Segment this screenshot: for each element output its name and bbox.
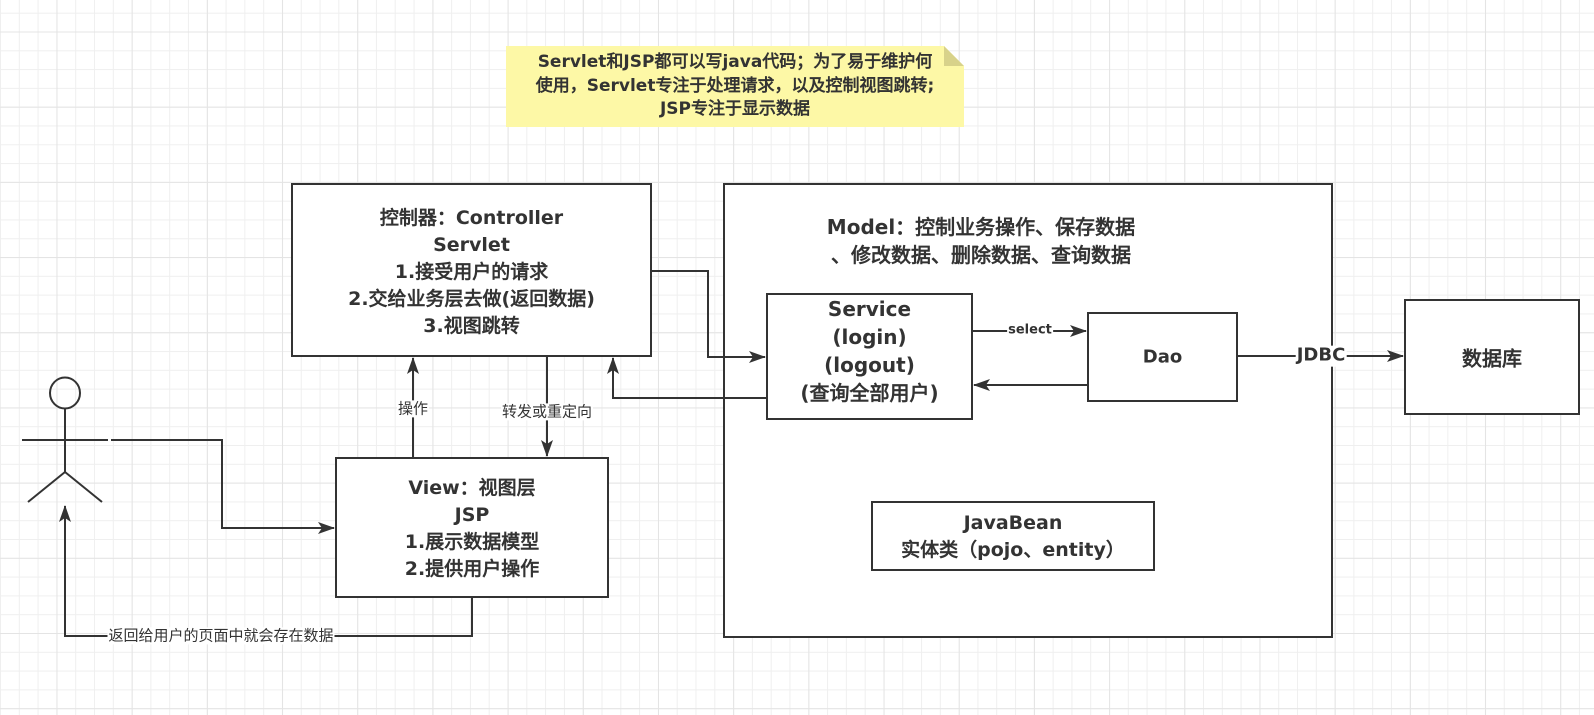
note-line: JSP专注于显示数据: [659, 99, 811, 119]
service-line: (logout): [824, 353, 915, 377]
note-line: 使用，Servlet专注于处理请求，以及控制视图跳转;: [535, 75, 935, 96]
view-box[interactable]: View：视图层 JSP 1.展示数据模型 2.提供用户操作: [335, 457, 609, 598]
edge-service-to-controller[interactable]: [607, 357, 766, 399]
dao-label: Dao: [1142, 346, 1183, 368]
model-title-line: Model：控制业务操作、保存数据: [826, 215, 1136, 239]
service-text: Service (login) (logout) (查询全部用户): [768, 295, 971, 407]
edge-label-return-to-user: 返回给用户的页面中就会存在数据: [107, 626, 335, 645]
user-actor[interactable]: [22, 376, 108, 503]
model-title: Model：控制业务操作、保存数据 、修改数据、删除数据、查询数据: [781, 213, 1181, 269]
view-line: JSP: [454, 504, 490, 526]
javabean-text: JavaBean 实体类（pojo、entity）: [873, 510, 1153, 564]
javabean-line: JavaBean: [963, 512, 1063, 534]
controller-line: 2.交给业务层去做(返回数据): [348, 288, 595, 310]
database-box[interactable]: 数据库: [1404, 299, 1580, 415]
edge-controller-to-service[interactable]: [652, 270, 766, 363]
database-label: 数据库: [1462, 346, 1522, 371]
service-box[interactable]: Service (login) (logout) (查询全部用户): [766, 293, 973, 420]
javabean-box[interactable]: JavaBean 实体类（pojo、entity）: [871, 501, 1155, 571]
edge-label-select: select: [1007, 322, 1053, 339]
controller-text: 控制器：Controller Servlet 1.接受用户的请求 2.交给业务层…: [293, 205, 650, 340]
view-line: View：视图层: [408, 477, 536, 499]
actor-right-leg-icon: [64, 471, 103, 503]
javabean-line: 实体类（pojo、entity）: [901, 539, 1125, 561]
actor-left-leg-icon: [27, 471, 66, 503]
edge-view-to-actor[interactable]: [59, 505, 473, 637]
actor-head-icon: [49, 376, 81, 410]
note-line: Servlet和JSP都可以写java代码；为了易于维护何: [537, 52, 933, 72]
edge-label-jdbc: JDBC: [1295, 344, 1347, 367]
dao-box[interactable]: Dao: [1087, 312, 1238, 402]
controller-line: 3.视图跳转: [423, 315, 520, 337]
model-title-line: 、修改数据、删除数据、查询数据: [831, 243, 1131, 267]
view-line: 2.提供用户操作: [404, 558, 540, 580]
service-line: Service: [827, 297, 912, 321]
view-text: View：视图层 JSP 1.展示数据模型 2.提供用户操作: [337, 475, 607, 583]
controller-line: 1.接受用户的请求: [394, 261, 549, 283]
edge-actor-to-view[interactable]: [111, 439, 335, 534]
service-line: (login): [832, 325, 907, 349]
sticky-note[interactable]: Servlet和JSP都可以写java代码；为了易于维护何 使用，Servlet…: [506, 46, 964, 127]
controller-line: 控制器：Controller: [379, 207, 564, 229]
edge-label-forward-or-redirect: 转发或重定向: [500, 402, 594, 421]
edge-label-operate: 操作: [396, 399, 430, 418]
controller-box[interactable]: 控制器：Controller Servlet 1.接受用户的请求 2.交给业务层…: [291, 183, 652, 357]
controller-line: Servlet: [433, 234, 510, 256]
service-line: (查询全部用户): [800, 381, 939, 405]
view-line: 1.展示数据模型: [404, 531, 540, 553]
sticky-note-text: Servlet和JSP都可以写java代码；为了易于维护何 使用，Servlet…: [506, 51, 964, 122]
